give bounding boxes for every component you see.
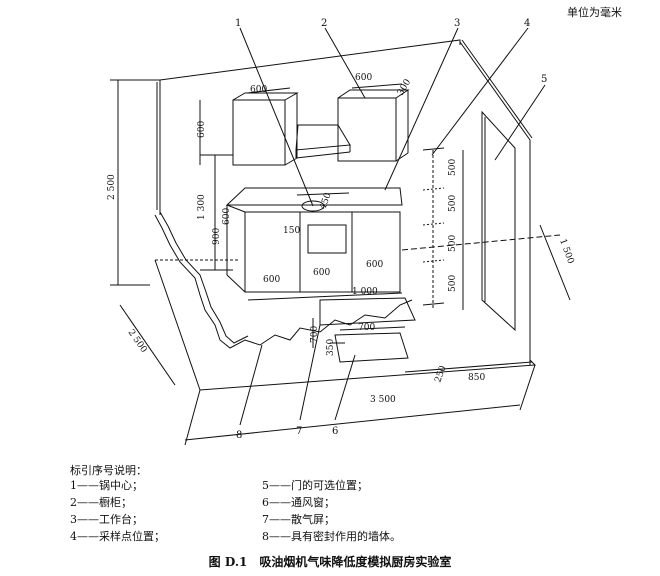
dim-vertical-500-c: 500 — [448, 235, 458, 252]
legend-item-2: 2——橱柜； — [70, 496, 132, 509]
dim-screen-height: 700 — [310, 326, 320, 343]
right-wall — [459, 41, 531, 365]
vent-window — [334, 332, 409, 363]
dim-left-cab-width: 600 — [250, 85, 267, 95]
dim-screen-width: 1 000 — [352, 287, 378, 297]
dim-wall-1500: 1 500 — [557, 238, 575, 266]
callout-6: 6 — [332, 426, 338, 437]
dim-door-offset: 850 — [468, 373, 485, 383]
dim-vertical-500-a: 500 — [448, 159, 458, 176]
callout-3: 3 — [454, 18, 460, 29]
legend-item-1: 1——锅中心； — [70, 479, 143, 492]
sealing-wall — [154, 214, 413, 349]
callout-7: 7 — [296, 426, 302, 437]
range-hood — [295, 124, 351, 151]
callout-4: 4 — [524, 18, 530, 29]
legend-item-6: 6——通风窗； — [262, 496, 335, 509]
floor-outline — [154, 259, 537, 391]
callout-2: 2 — [321, 18, 327, 29]
work-counter — [225, 187, 403, 206]
pot — [301, 200, 325, 212]
door — [481, 110, 516, 332]
right-upper-cabinet — [337, 97, 397, 162]
legend-item-5: 5——门的可选位置； — [262, 479, 368, 492]
unit-note: 单位为毫米 — [567, 6, 622, 19]
diffuser-screen — [319, 297, 416, 326]
oven-door — [307, 224, 347, 254]
callout-1: 1 — [235, 18, 241, 29]
dim-counter-seg-1: 600 — [263, 275, 280, 285]
dim-vent-height: 350 — [326, 339, 336, 356]
dim-height-total: 2 500 — [107, 174, 117, 200]
dim-counter-seg-2: 600 — [313, 268, 330, 278]
legend-item-4: 4——采样点位置； — [70, 530, 165, 543]
dim-vent-offset: 250 — [433, 364, 448, 384]
left-upper-cabinet — [232, 99, 286, 166]
dim-height-to-cabinet: 1 300 — [197, 194, 207, 220]
dim-vent-width: 700 — [358, 323, 375, 333]
dim-right-cab-width: 600 — [355, 73, 372, 83]
legend-item-8: 8——具有密封作用的墙体。 — [262, 530, 401, 543]
back-wall — [159, 39, 461, 81]
dim-vertical-500-d: 500 — [448, 275, 458, 292]
dim-counter-height: 900 — [212, 228, 222, 245]
legend-item-3: 3——工作台； — [70, 513, 143, 526]
dim-counter-seg-3: 600 — [366, 260, 383, 270]
dim-vertical-500-b: 500 — [448, 195, 458, 212]
dim-pot-front: 150 — [283, 226, 300, 236]
dim-room-length: 3 500 — [370, 395, 396, 405]
figure-caption: 图 D.1 吸油烟机气味降低度模拟厨房实验室 — [208, 555, 452, 569]
dim-left-cab-height: 600 — [197, 121, 207, 138]
legend-item-7: 7——散气屏； — [262, 513, 335, 526]
callout-5: 5 — [541, 74, 547, 85]
dim-counter-depth: 600 — [222, 208, 232, 225]
legend-title: 标引序号说明： — [70, 464, 147, 477]
dim-right-cab-depth: 300 — [396, 77, 413, 97]
callout-8: 8 — [236, 430, 242, 441]
